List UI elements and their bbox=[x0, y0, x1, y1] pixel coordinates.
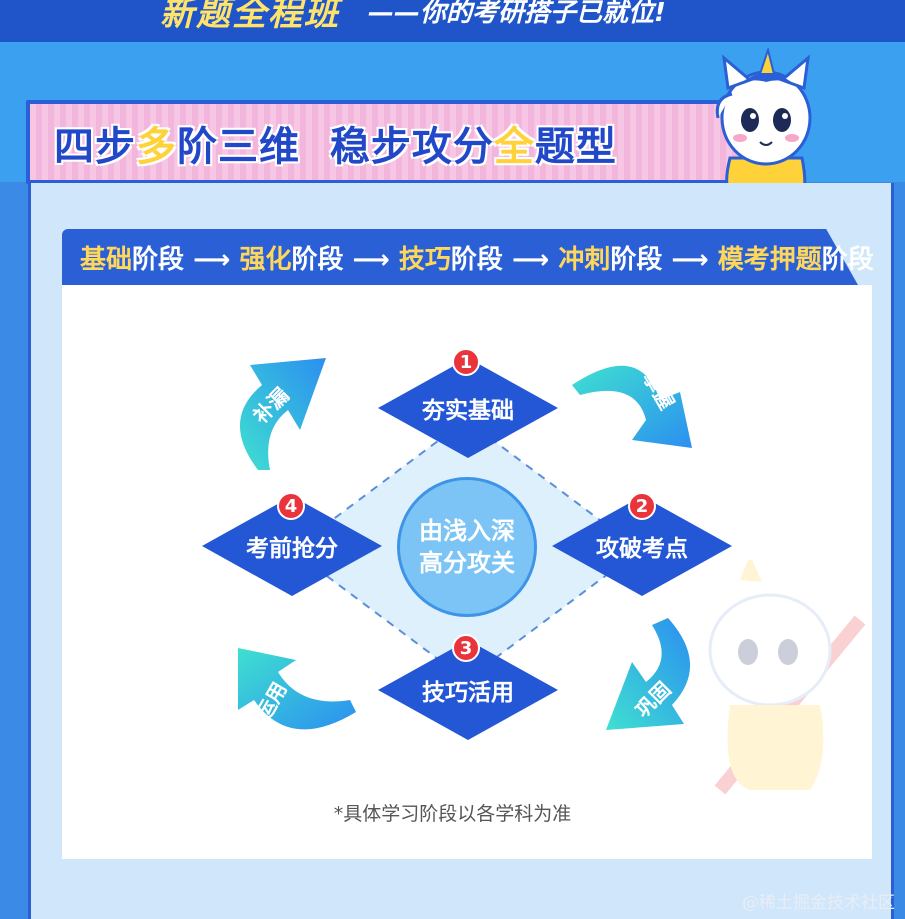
stage-arrow: ⟶ bbox=[511, 245, 550, 275]
title-part: 阶三维 bbox=[177, 124, 300, 170]
faded-mascot-icon bbox=[708, 560, 866, 795]
stage-suffix: 阶段 bbox=[821, 245, 874, 275]
diamond-shape bbox=[378, 640, 558, 740]
stage-highlight: 冲刺 bbox=[558, 245, 611, 275]
center-line-2: 高分攻关 bbox=[419, 549, 515, 577]
stage-highlight: 模考押题 bbox=[717, 245, 822, 275]
step-number-badge: 1 bbox=[452, 348, 480, 376]
section-title: 四步多阶三维 稳步攻分全题型 bbox=[54, 114, 617, 172]
stage-suffix: 阶段 bbox=[610, 245, 663, 275]
title-part: 题型 bbox=[534, 124, 617, 170]
center-circle: 由浅入深 高分攻关 bbox=[397, 477, 537, 617]
title-part: 稳步攻分 bbox=[329, 124, 494, 170]
diamond-shape bbox=[202, 496, 382, 596]
stage-arrow: ⟶ bbox=[352, 245, 390, 275]
step-number-badge: 2 bbox=[628, 492, 656, 520]
arrow-top-right bbox=[572, 365, 692, 448]
stage-bar bbox=[62, 229, 858, 285]
center-line-1: 由浅入深 bbox=[419, 517, 515, 545]
title-highlight: 全 bbox=[493, 124, 535, 170]
step-label: 攻破考点 bbox=[596, 536, 688, 562]
step-number-badge: 4 bbox=[277, 492, 305, 520]
diamond-shape bbox=[378, 358, 558, 458]
step-diamond-3: 技巧活用 bbox=[378, 640, 558, 740]
stage-highlight: 强化 bbox=[239, 245, 292, 275]
stage-sequence: 基础阶段 ⟶ 强化阶段 ⟶ 技巧阶段 ⟶ 冲刺阶段 ⟶ 模考押题阶段 bbox=[80, 239, 874, 276]
stage-highlight: 技巧 bbox=[398, 245, 451, 275]
stage-arrow: ⟶ bbox=[671, 245, 709, 275]
arrow-bottom-right bbox=[606, 618, 691, 730]
step-label: 夯实基础 bbox=[422, 398, 514, 424]
watermark: @稀土掘金技术社区 bbox=[742, 893, 895, 913]
step-diamond-4: 考前抢分 bbox=[202, 496, 382, 596]
arrow-bottom-left bbox=[238, 648, 356, 730]
stage-highlight: 基础 bbox=[80, 245, 133, 275]
banner-headline: 新题全程班 bbox=[160, 0, 340, 34]
step-diamond-2: 攻破考点 bbox=[552, 496, 732, 596]
title-box bbox=[30, 104, 765, 180]
banner-subline: ——你的考研搭子已就位! bbox=[368, 0, 666, 28]
step-label: 考前抢分 bbox=[246, 536, 338, 562]
footnote: *具体学习阶段以各学科为准 bbox=[333, 803, 572, 825]
diamond-shape bbox=[552, 496, 732, 596]
stage-suffix: 阶段 bbox=[291, 245, 344, 275]
step-number-badge: 3 bbox=[452, 634, 480, 662]
top-banner: 新题全程班 ——你的考研搭子已就位! bbox=[0, 0, 905, 42]
stage-suffix: 阶段 bbox=[132, 245, 185, 275]
arrow-top-left bbox=[239, 358, 326, 470]
stage-arrow: ⟶ bbox=[193, 245, 231, 275]
title-part: 四步 bbox=[54, 124, 136, 170]
title-highlight: 多 bbox=[136, 124, 177, 170]
stage-suffix: 阶段 bbox=[450, 245, 503, 275]
step-diamond-1: 夯实基础 bbox=[378, 358, 558, 458]
step-label: 技巧活用 bbox=[422, 680, 514, 706]
